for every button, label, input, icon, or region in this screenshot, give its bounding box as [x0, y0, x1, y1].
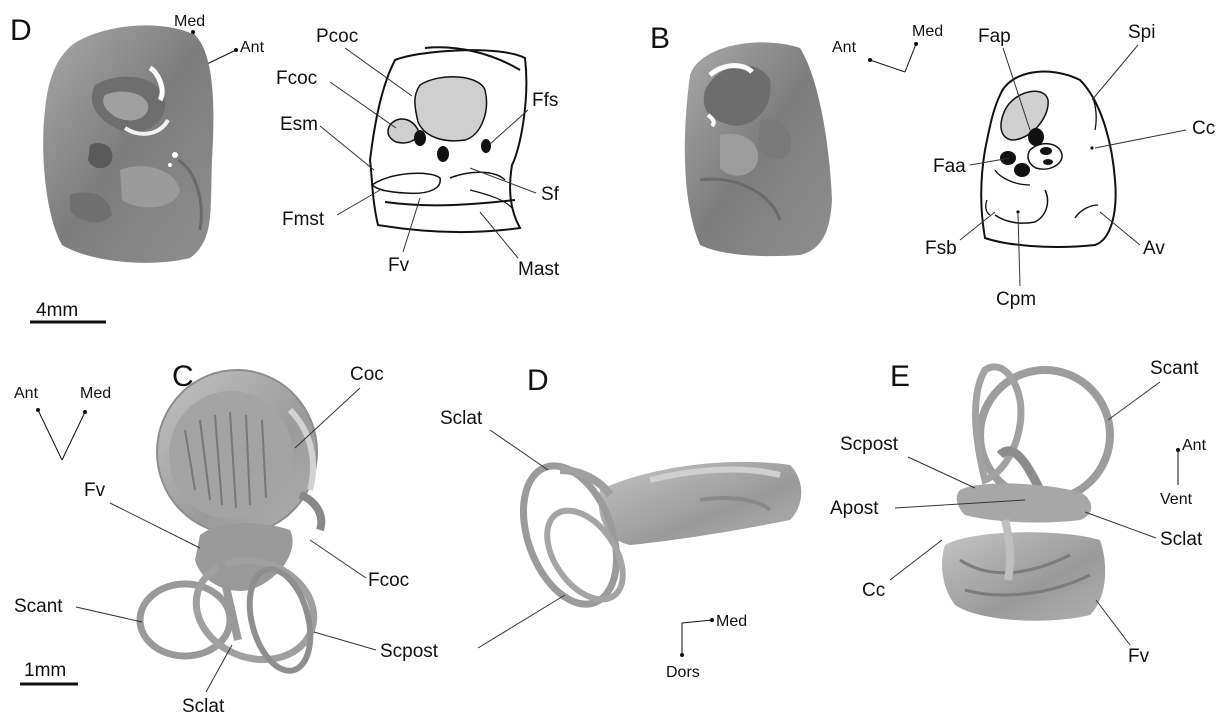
label-fap: Fap [978, 26, 1011, 47]
label-coc: Coc [350, 364, 384, 385]
scale-label-4mm: 4mm [36, 300, 78, 321]
label-fcoc: Fcoc [276, 68, 317, 89]
label-sclat-5: Sclat [1160, 529, 1203, 550]
label-sf: Sf [541, 184, 560, 205]
orient-med-2: Med [912, 23, 943, 40]
panel-1: D Med Ant [10, 13, 560, 322]
label-fv: Fv [388, 255, 410, 276]
label-av: Av [1143, 238, 1165, 259]
label-cc-5: Cc [862, 580, 885, 601]
orient-med-4: Med [716, 613, 747, 630]
label-apost: Apost [830, 498, 879, 519]
label-pcoc: Pcoc [316, 26, 358, 47]
label-fsb: Fsb [925, 238, 957, 259]
label-mast: Mast [518, 259, 560, 280]
label-sclat-3: Sclat [182, 696, 225, 717]
panel-3: C Ant Med Coc Fv Fcoc Scant [14, 360, 439, 717]
orient-dors-4: Dors [666, 664, 700, 681]
orient-ant: Ant [240, 39, 265, 56]
label-cpm: Cpm [996, 289, 1036, 310]
label-esm: Esm [280, 114, 318, 135]
panel-2: B Ant Med [650, 22, 1215, 310]
panel-letter-5: E [890, 360, 910, 393]
label-fv-3: Fv [84, 480, 106, 501]
scale-label-1mm: 1mm [24, 660, 66, 681]
label-scpost-5: Scpost [840, 434, 899, 455]
panel-letter-1: D [10, 14, 32, 47]
orientation-indicator-4: Med Dors [666, 613, 747, 681]
label-scant-5: Scant [1150, 358, 1199, 379]
orient-ant-3: Ant [14, 385, 39, 402]
orient-med: Med [174, 13, 205, 30]
label-ffs: Ffs [532, 90, 558, 111]
inner-ear-model-e [942, 367, 1110, 621]
label-cc-2: Cc [1192, 118, 1215, 139]
orient-vent-5: Vent [1160, 491, 1193, 508]
label-fmst: Fmst [282, 209, 325, 230]
panel-letter-2: B [650, 22, 670, 55]
label-fv-5: Fv [1128, 646, 1150, 667]
petrosal-specimen-dorsal [685, 42, 832, 256]
label-scant-3: Scant [14, 596, 63, 617]
label-fcoc-3: Fcoc [368, 570, 409, 591]
label-spi: Spi [1128, 22, 1155, 43]
label-faa: Faa [933, 156, 966, 177]
orient-ant-5: Ant [1182, 437, 1207, 454]
orientation-indicator-3: Ant Med [14, 385, 111, 460]
orientation-indicator-5: Ant Vent [1160, 437, 1207, 508]
inner-ear-model-d [506, 453, 801, 617]
panel-letter-4: D [527, 364, 549, 397]
scale-bar-4mm: 4mm [30, 300, 106, 322]
label-sclat-4: Sclat [440, 408, 483, 429]
petrosal-specimen-ventral [43, 25, 213, 262]
orient-ant-2: Ant [832, 39, 857, 56]
inner-ear-model-c [140, 370, 328, 677]
label-scpost-3: Scpost [380, 641, 439, 662]
orientation-indicator-2: Ant Med [832, 23, 943, 72]
panel-4: D Med Dors Sclat [440, 364, 801, 681]
scale-bar-1mm: 1mm [20, 660, 78, 684]
panel-5: E Ant Vent Scant Scpost Apost Sclat Cc [830, 358, 1207, 667]
pcoc-gray-area [415, 77, 487, 141]
orient-med-3: Med [80, 385, 111, 402]
petrosal-drawing-ventral [370, 47, 526, 232]
